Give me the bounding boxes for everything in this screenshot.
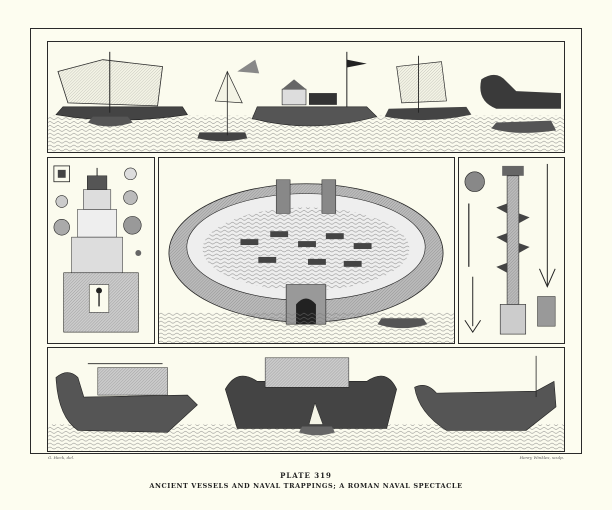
warship-right [414, 355, 557, 431]
engraving-warships [48, 355, 564, 451]
ship-galley-right [480, 74, 562, 133]
panel-warships [47, 347, 565, 452]
engraving-naumachia [159, 158, 454, 343]
engraving-lighthouse [53, 165, 142, 333]
engraver-signature-left: G. Heck, del. [48, 455, 75, 460]
ship-left [55, 51, 188, 127]
plate-border [30, 28, 582, 454]
warship-center [224, 357, 397, 436]
ship-small-sail [197, 70, 248, 142]
arena-boats [240, 231, 372, 267]
engraving-sailing-ships [48, 51, 564, 152]
ship-ornate-central [237, 51, 378, 127]
lighthouse-tower [63, 167, 139, 333]
panel-naval-implements [458, 157, 565, 344]
panel-lighthouse [47, 157, 155, 344]
warship-left [55, 363, 198, 433]
engraver-signature-right: Henry Winkles, sculp. [519, 455, 564, 460]
plate-number: PLATE 319 [280, 471, 332, 480]
engraving-column-implements [464, 163, 556, 335]
ship-right-sail [384, 55, 472, 121]
panel-sailing-ships [47, 41, 565, 153]
plate-title: ANCIENT VESSELS AND NAVAL TRAPPINGS; A R… [149, 482, 463, 490]
panel-naval-arena [158, 157, 455, 344]
